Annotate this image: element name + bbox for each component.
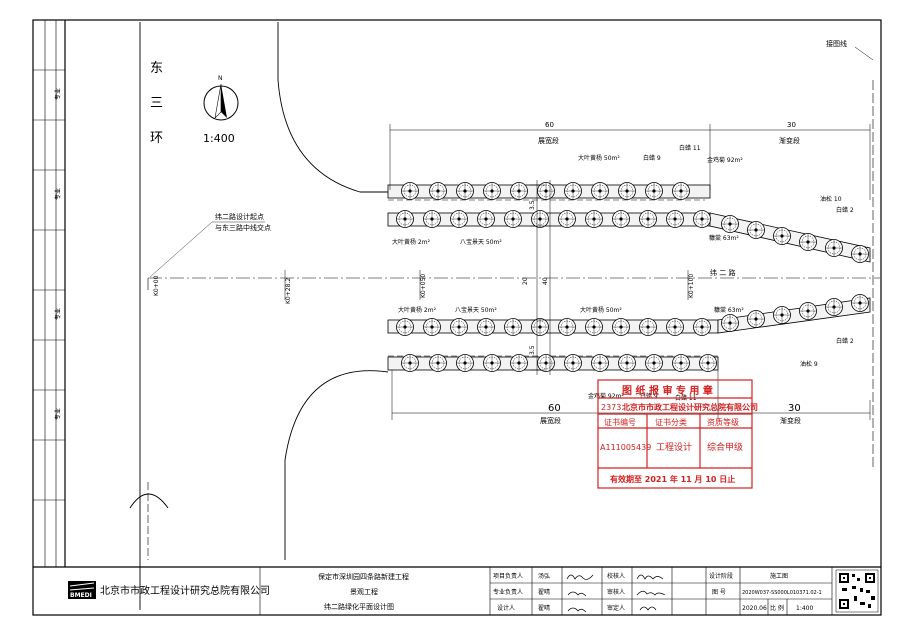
margin-label: 专业: [54, 188, 62, 200]
north-label: N: [218, 75, 223, 82]
stamp-value: A111005439: [600, 443, 651, 452]
stamp-value: 综合甲级: [707, 441, 743, 453]
plant-label: 大叶黄杨 2m²: [398, 306, 437, 314]
company-name: 北京市市政工程设计研究总院有限公司: [100, 584, 270, 597]
plant-label: 白蜡 2: [836, 337, 854, 345]
ring-road-char-1: 东: [150, 61, 163, 76]
plant-label: 大叶黄杨 50m²: [580, 306, 622, 314]
dim-expand-bottom-label: 展宽段: [540, 416, 561, 425]
dim-expand-bottom: 60: [548, 403, 561, 414]
plant-label: 大叶黄杨 50m²: [578, 154, 620, 162]
signatures: [566, 574, 666, 613]
width-1: 3.5: [529, 200, 536, 210]
tb-cell: 汤弘: [538, 572, 550, 580]
dimension-text: 60 展宽段 30 渐变段 60 展宽段 30 渐变段 3.5 20 40 3.…: [153, 121, 801, 425]
tb-cell: 施工图: [770, 572, 788, 580]
plant-label: 八宝景天 50m²: [460, 238, 502, 246]
plant-label: 糠棠 63m²: [714, 306, 744, 314]
plant-label: 油松 10: [820, 195, 842, 203]
project-line-2: 景观工程: [350, 587, 378, 596]
tb-cell: 审定人: [607, 604, 625, 612]
road-labels: 东 三 环 纬 二 路 接图线 纬二路设计起点 与东三路中线交点: [149, 39, 847, 278]
margin-label: 专业: [54, 408, 62, 420]
logo-text: BMEDI: [70, 592, 92, 599]
tb-cell: 翟晴: [538, 588, 550, 596]
width-3: 40: [542, 277, 549, 285]
tb-cell: 1:400: [796, 605, 813, 612]
qr-code-icon: [835, 569, 879, 613]
plant-label: 白蜡 9: [643, 154, 661, 162]
start-note-1: 纬二路设计起点: [215, 212, 264, 221]
plant-label: 白蜡 11: [679, 144, 701, 152]
title-block-cells: 项目负责人 汤弘 校核人 设计阶段 施工图 专业负责人 翟晴 审核人 图 号 2…: [493, 572, 822, 612]
tb-cell: 校核人: [607, 572, 625, 580]
tb-cell: 项目负责人: [493, 572, 523, 580]
tb-cell: 设计人: [497, 604, 515, 612]
stamp-valid: 有效期至 2021 年 11 月 10 日止: [610, 474, 735, 484]
dim-transition-top-label: 渐变段: [779, 136, 800, 145]
station-2: K0+28.2: [285, 278, 292, 304]
dimensions: [284, 124, 871, 420]
left-margin-table: 专业 专业 专业 专业: [33, 20, 65, 567]
plant-label: 金鸡菊 92m²: [588, 392, 624, 400]
width-4: 3.5: [529, 345, 536, 355]
station-3: K0+050: [420, 274, 427, 298]
north-arrow-icon: N 1:400: [203, 75, 239, 145]
border-note: 接图线: [826, 39, 847, 48]
plant-label: 糠棠 63m²: [709, 234, 739, 242]
dim-expand-top-label: 展宽段: [538, 136, 559, 145]
tb-cell: 翟晴: [538, 604, 550, 612]
dim-transition-bottom-label: 渐变段: [780, 416, 801, 425]
plant-label: 白蜡 2: [836, 206, 854, 214]
dim-transition-bottom: 30: [788, 403, 801, 414]
margin-label: 专业: [54, 308, 62, 320]
station-4: K0+100: [688, 274, 695, 298]
plant-label: 油松 9: [800, 360, 818, 368]
tb-cell: 设计阶段: [709, 572, 733, 580]
tb-cell: 2020.06: [742, 605, 767, 612]
company-logo-icon: BMEDI: [68, 581, 96, 599]
tb-cell: 图 号: [712, 589, 726, 596]
plant-label: 金鸡菊 92m²: [707, 156, 743, 164]
sheet-frame: [32, 19, 882, 616]
tb-cell: 比 例: [770, 604, 784, 612]
width-2: 20: [522, 277, 529, 285]
tb-cell: 2020W037-SS000L010371.02-1: [742, 590, 822, 596]
start-note-2: 与东三路中线交点: [215, 223, 271, 232]
tb-cell: 专业负责人: [493, 588, 523, 596]
plant-label: 大叶黄杨 2m²: [392, 238, 431, 246]
stamp-header: 证书分类: [655, 417, 687, 427]
stamp-org: 北京市市政工程设计研究总院有限公司: [622, 402, 758, 412]
ring-road-char-3: 环: [150, 131, 163, 146]
stamp-header: 资质等级: [707, 417, 739, 427]
stamp-text: 图 纸 报 审 专 用 章 2373 北京市市政工程设计研究总院有限公司 证书编…: [600, 384, 758, 484]
road-name: 纬 二 路: [710, 268, 735, 277]
project-line-3: 纬二路绿化平面设计图: [324, 602, 394, 611]
plant-label: 八宝景天 50m²: [455, 306, 497, 314]
stamp-org-no: 2373: [601, 403, 621, 412]
stamp-header: 证书编号: [604, 417, 636, 427]
approval-stamp: [597, 379, 753, 489]
dim-expand-top: 60: [545, 121, 554, 129]
ring-road-char-2: 三: [150, 96, 163, 111]
margin-label: 专业: [54, 88, 62, 100]
tb-cell: 审核人: [607, 588, 625, 596]
project-line-1: 保定市深圳园四条路新建工程: [318, 572, 409, 581]
stamp-title: 图 纸 报 审 专 用 章: [622, 384, 713, 397]
plant-label: 白蜡 9: [640, 392, 658, 400]
title-block: [259, 567, 833, 615]
stamp-value: 工程设计: [656, 441, 692, 453]
station-1: K0+00: [153, 275, 160, 296]
scale-label: 1:400: [203, 132, 235, 145]
dim-transition-top: 30: [787, 121, 796, 129]
